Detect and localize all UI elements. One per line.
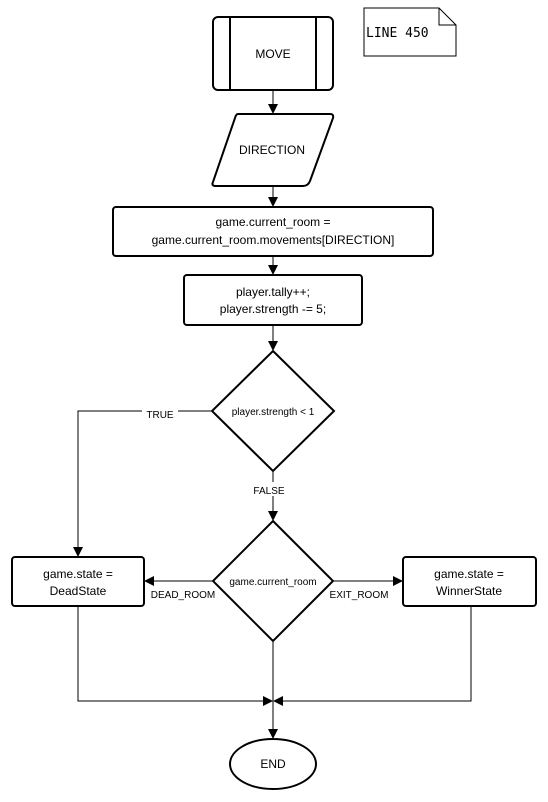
winner-line2: WinnerState <box>436 584 502 598</box>
arrowhead <box>144 576 154 586</box>
arrowhead <box>268 104 278 114</box>
connector-winner-merge <box>281 606 472 702</box>
update-player-node: player.tally++; player.strength -= 5; <box>183 274 363 326</box>
winner-line1: game.state = <box>434 567 504 581</box>
end-label: END <box>260 757 286 771</box>
update-line1: player.tally++; <box>236 285 310 299</box>
true-label: TRUE <box>146 410 174 421</box>
connectors <box>73 90 472 739</box>
direction-input-node: DIRECTION <box>211 113 335 187</box>
strength-check-label: player.strength < 1 <box>232 407 315 418</box>
arrowhead <box>268 729 278 739</box>
assign-room-node: game.current_room = game.current_room.mo… <box>112 206 434 257</box>
exit-room-label: EXIT_ROOM <box>330 590 389 601</box>
arrowhead <box>268 265 278 275</box>
note-label: LINE 450 <box>366 26 429 41</box>
arrowhead <box>73 547 83 557</box>
winner-state-node: game.state = WinnerState <box>402 556 537 607</box>
end-terminal-node: END <box>229 738 317 790</box>
room-check-label: game.current_room <box>229 577 316 588</box>
assign-line1: game.current_room = <box>215 215 330 229</box>
connector-dead-merge <box>77 606 265 702</box>
direction-label: DIRECTION <box>239 143 305 157</box>
dead-line1: game.state = <box>43 567 113 581</box>
strength-decision-node: player.strength < 1 <box>210 349 336 473</box>
move-process-node: MOVE <box>212 16 334 91</box>
arrowhead <box>273 696 283 706</box>
assign-line2: game.current_room.movements[DIRECTION] <box>152 233 395 247</box>
arrowhead <box>268 197 278 207</box>
arrowhead <box>393 576 403 586</box>
update-line2: player.strength -= 5; <box>220 302 326 316</box>
move-label: MOVE <box>255 47 290 61</box>
dead-line2: DeadState <box>50 584 107 598</box>
arrowhead <box>268 341 278 351</box>
false-label: FALSE <box>253 486 284 497</box>
arrowhead <box>268 511 278 521</box>
note-shape: LINE 450 <box>363 7 457 57</box>
dead-state-node: game.state = DeadState <box>11 556 145 607</box>
arrowhead <box>263 696 273 706</box>
room-decision-node: game.current_room <box>211 519 335 643</box>
dead-room-label: DEAD_ROOM <box>151 590 215 601</box>
connector-true-branch <box>77 410 212 549</box>
